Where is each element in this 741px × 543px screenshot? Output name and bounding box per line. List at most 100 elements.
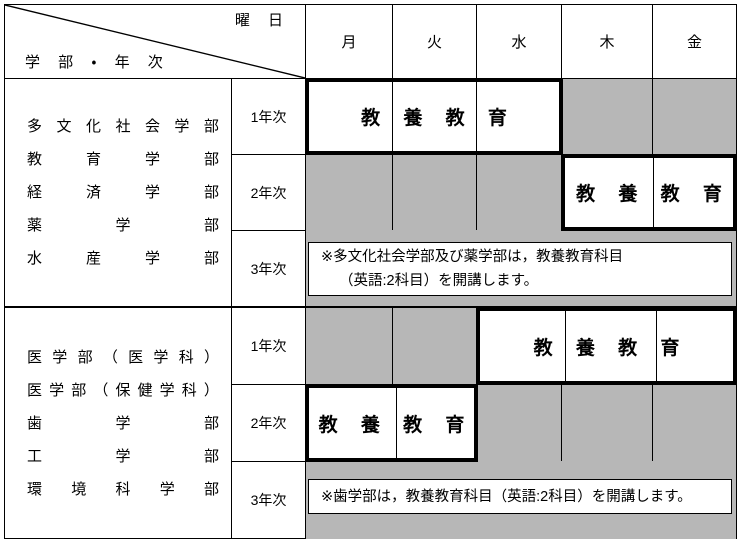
faculty-name-kankyo: 環境科学部 [27,473,219,506]
kyoyo-label-g2-y2: 教 養 教 育 [318,414,474,436]
faculty-name-yaku: 薬学部 [27,209,219,242]
slot-divider [653,158,654,227]
ch: 部 [203,250,219,267]
ch: 部 [203,447,219,465]
ch: 部 [203,217,219,234]
faculty-name-shigaku: 歯学部 [27,407,219,440]
ch: 産 [85,250,101,267]
slot-divider [476,82,477,151]
note-box-g1: ※多文化社会学部及び薬学部は，教養教育科目 （英語:2科目）を開講します。 [308,242,732,296]
day-header-friday: 金 [652,4,737,79]
ch: 部 [203,118,219,135]
ch: 科 [181,381,197,399]
slot-g2-y1-tuesday [392,307,477,385]
slot-divider [656,311,657,381]
ch: 学 [144,250,160,267]
faculty-group-1: 多文化社会学部 教育学部 経済学部 薬学部 水産学部 [4,78,232,307]
ch: 部 [203,414,219,432]
ch: 育 [85,151,101,168]
ch: （ [102,348,118,366]
slot-g1-y2-monday [305,154,393,231]
day-header-monday: 月 [305,4,393,79]
faculty-name-suisan: 水産学部 [27,242,219,275]
faculty-name-keizai: 経済学部 [27,176,219,209]
ch: 学 [115,414,131,432]
weekday-axis-label: 曜 日 [234,12,290,29]
ch: 保 [115,381,131,399]
ch: 医 [27,381,43,399]
ch: 学 [159,381,175,399]
note-line-2: （英語:2科目）を開講します。 [339,273,539,289]
ch: 学 [174,118,190,135]
ch: 化 [85,118,101,135]
year-cell-g2-y1: 1年次 [231,307,306,385]
ch: 部 [203,151,219,168]
kyoyo-band-g2-y1: 教 養 教 育 [476,307,737,385]
faculty-name-tabunka: 多文化社会学部 [27,110,219,143]
ch: 健 [137,381,153,399]
ch: 部 [71,381,87,399]
ch: 学 [52,348,68,366]
kyoyo-label-g2-y1: 教 養 教 育 [533,337,689,359]
slot-g2-y2-friday [652,384,737,462]
ch: 会 [144,118,160,135]
ch: 環 [27,480,43,498]
note-box-g2: ※歯学部は，教養教育科目（英語:2科目）を開講します。 [308,479,732,514]
slot-divider [565,311,566,381]
ch: 学 [115,447,131,465]
ch: 科 [115,480,131,498]
kyoyo-label-g1-y1: 教 養 教 育 [361,108,516,129]
ch: 学 [49,381,65,399]
day-header-wednesday: 水 [476,4,562,79]
faculty-name-kyoiku: 教育学部 [27,143,219,176]
day-header-thursday: 木 [561,4,653,79]
ch: 学 [159,480,175,498]
ch: 部 [203,184,219,201]
ch: 医 [128,348,144,366]
faculty-group-2: 医学部（医学科） 医学部（保健学科） 歯学部 工学部 環境科学部 [4,307,232,539]
ch: 社 [115,118,131,135]
ch: 教 [27,151,43,168]
ch: 文 [56,118,72,135]
ch: 水 [27,250,43,267]
ch: 工 [27,447,43,465]
ch: 部 [203,480,219,498]
corner-header-cell: 曜 日 学 部 ・ 年 次 [4,4,306,79]
faculty-name-kogaku: 工学部 [27,440,219,473]
ch: 歯 [27,414,43,432]
kyoyo-band-g1-y2: 教 養 教 育 [561,154,737,231]
faculty-name-igaku-ika: 医学部（医学科） [27,341,219,374]
ch: 医 [27,348,43,366]
year-cell-g1-y1: 1年次 [231,78,306,155]
ch: 経 [27,184,43,201]
ch: 学 [153,348,169,366]
slot-g1-y2-tuesday [392,154,477,231]
kyoyo-band-g1-y1: 教 養 教 育 [305,78,563,155]
faculty-axis-label: 学 部 ・ 年 次 [25,54,170,71]
slot-g1-y2-wednesday [476,154,562,231]
ch: 済 [85,184,101,201]
slot-divider [392,82,393,151]
year-cell-g2-y3: 3年次 [231,461,306,539]
slot-divider [396,388,397,458]
ch: 部 [77,348,93,366]
faculty-name-igaku-hoken: 医学部（保健学科） [27,374,219,407]
kyoyo-label-g1-y2: 教 養 教 育 [576,184,731,205]
ch: ） [203,348,219,366]
year-cell-g1-y3: 3年次 [231,230,306,307]
year-cell-g1-y2: 2年次 [231,154,306,231]
ch: （ [93,381,109,399]
ch: 境 [71,480,87,498]
ch: ） [203,381,219,399]
note-line-1: ※多文化社会学部及び薬学部は，教養教育科目 [321,249,624,265]
day-header-tuesday: 火 [392,4,477,79]
year-cell-g2-y2: 2年次 [231,384,306,462]
ch: 学 [144,184,160,201]
slot-g2-y2-thursday [561,384,653,462]
slot-g1-y1-thursday [561,78,653,155]
slot-g2-y1-monday [305,307,393,385]
ch: 学 [115,217,131,234]
slot-g1-y1-friday [652,78,737,155]
ch: 薬 [27,217,43,234]
